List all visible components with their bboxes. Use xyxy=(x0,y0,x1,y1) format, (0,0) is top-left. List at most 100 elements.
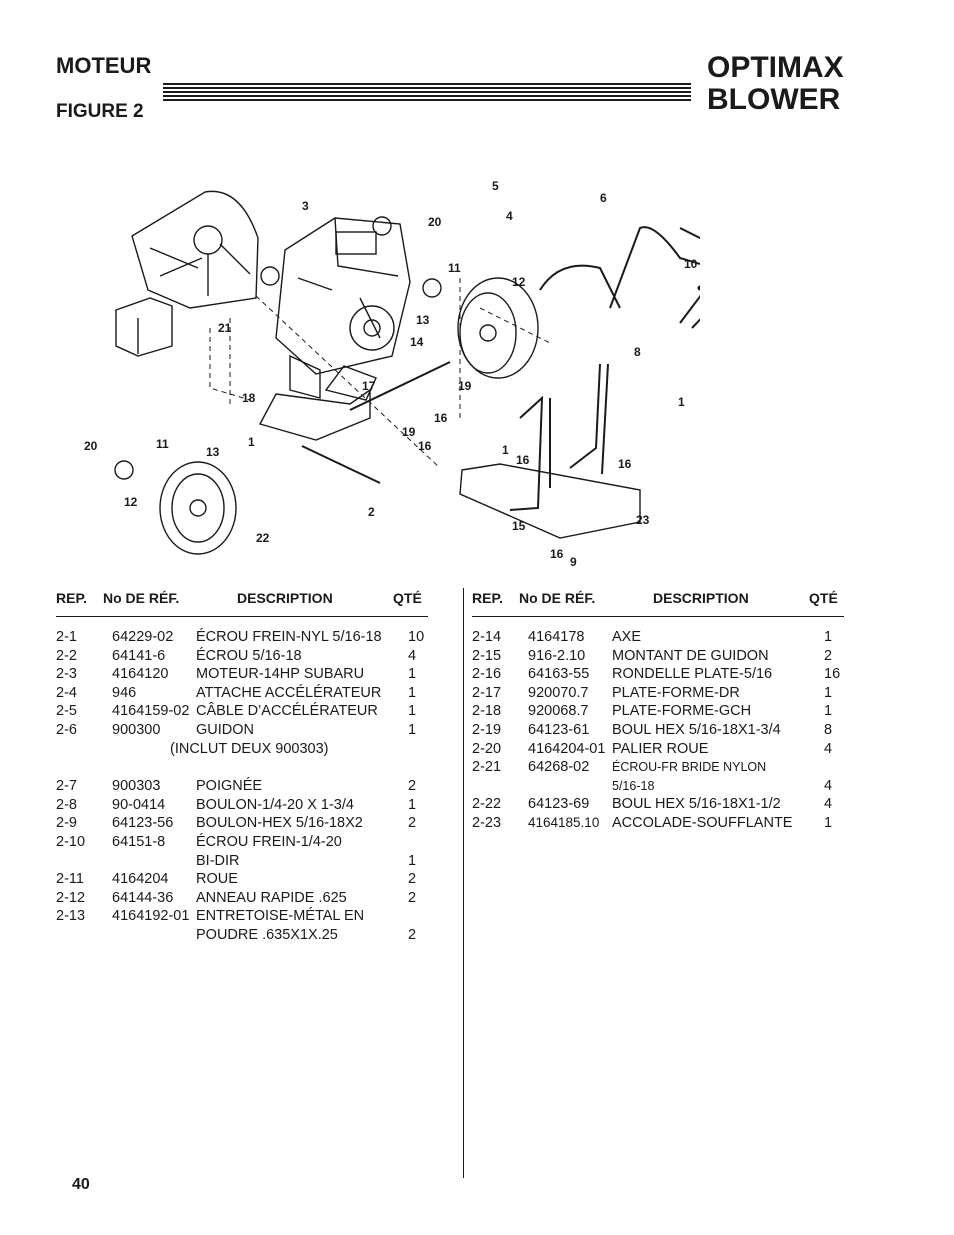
cell-desc: ÉCROU FREIN-1/4-20 xyxy=(196,833,342,850)
cell-qty: 10 xyxy=(408,629,425,645)
cell-desc: PLATE-FORME-GCH xyxy=(612,703,752,720)
cell-rep: 2-12 xyxy=(56,889,86,906)
cell-desc: ACCOLADE-SOUFFLANTE xyxy=(612,814,793,831)
cell-ref: 64141-6 xyxy=(112,647,166,664)
callout-22: 22 xyxy=(256,531,270,545)
cell-rep: 2-19 xyxy=(472,721,502,738)
cell-qty: 16 xyxy=(824,666,841,683)
cell-desc: POIGNÉE xyxy=(196,778,263,795)
callout-12: 12 xyxy=(124,495,138,509)
callout-20: 20 xyxy=(428,215,442,229)
callout-17: 17 xyxy=(362,379,376,393)
cell-rep: 2-8 xyxy=(56,796,77,813)
axle-lower-shape xyxy=(301,445,381,484)
cell-rep: 2-6 xyxy=(56,721,77,738)
table-row: 2-16 64163-55 RONDELLE PLATE-5/16 16 xyxy=(472,665,844,684)
engine-platform-shape xyxy=(258,354,371,441)
callout-1: 1 xyxy=(678,395,685,409)
cell-qty: 4 xyxy=(824,740,833,757)
cell-ref: 900300 xyxy=(112,721,161,738)
callout-6: 6 xyxy=(600,191,607,205)
cell-qty: 4 xyxy=(408,647,417,664)
callout-16: 16 xyxy=(550,547,564,561)
cell-desc: BOUL HEX 5/16-18X1-1/2 xyxy=(612,796,781,813)
cell-desc: MOTEUR-14HP SUBARU xyxy=(196,666,365,683)
cell-rep: 2-16 xyxy=(472,666,502,683)
cell-rep: 2-23 xyxy=(472,814,502,831)
cell-qty: 2 xyxy=(824,647,833,664)
cell-rep: 2-21 xyxy=(472,759,502,776)
cell-ref: 4164159-02 xyxy=(112,703,190,720)
cell-rep: 2-5 xyxy=(56,703,77,720)
callout-11: 11 xyxy=(156,437,169,451)
cell-rep: 2-13 xyxy=(56,908,86,925)
cell-qty: 1 xyxy=(408,796,417,813)
cell-ref: 4164204 xyxy=(112,871,169,888)
cell-desc: ÉCROU FREIN-NYL 5/16-18 xyxy=(196,629,382,645)
cell-ref: 64163-55 xyxy=(528,666,590,683)
table-row: 2-15 916-2.10 MONTANT DE GUIDON 2 xyxy=(472,647,844,666)
cell-qty: 2 xyxy=(408,778,417,795)
callout-11: 11 xyxy=(448,261,461,275)
cell-desc: ÉCROU-FR BRIDE NYLON xyxy=(612,760,767,775)
cell-ref: 64123-69 xyxy=(528,796,590,813)
column-divider xyxy=(463,588,464,1178)
callout-4: 4 xyxy=(506,209,513,223)
cell-rep: 2-17 xyxy=(472,684,502,701)
callout-13: 13 xyxy=(206,445,220,459)
cell-rep: 2-3 xyxy=(56,666,77,683)
cell-rep: 2-14 xyxy=(472,629,502,645)
brand-line-2: BLOWER xyxy=(707,83,841,116)
header-ref: No DE RÉF. xyxy=(103,590,180,606)
callout-12: 12 xyxy=(512,275,526,289)
cell-qty: 1 xyxy=(824,684,833,701)
cell-rep: 2-15 xyxy=(472,647,502,664)
cell-desc: MONTANT DE GUIDON xyxy=(612,647,769,664)
cell-rep: 2-22 xyxy=(472,796,502,813)
cell-ref: 64123-61 xyxy=(528,721,590,738)
cell-ref: 64144-36 xyxy=(112,889,174,906)
cell-qty: 1 xyxy=(408,666,417,683)
callout-1: 1 xyxy=(248,435,255,449)
callout-23: 23 xyxy=(636,513,650,527)
table-header-left: REP. No DE RÉF. DESCRIPTION QTÉ xyxy=(56,590,428,617)
callout-19: 19 xyxy=(402,425,416,439)
table-row xyxy=(56,758,428,777)
cell-ref: 916-2.10 xyxy=(528,647,586,664)
callout-13: 13 xyxy=(416,313,430,327)
callout-16: 16 xyxy=(434,411,448,425)
cell-desc: ÉCROU 5/16-18 xyxy=(196,647,302,664)
cell-desc: RONDELLE PLATE-5/16 xyxy=(612,666,773,683)
callout-3: 3 xyxy=(302,199,309,213)
engine-body-shape xyxy=(275,217,411,375)
callout-9: 9 xyxy=(570,555,577,569)
cell-qty: 1 xyxy=(824,814,833,831)
cell-desc: CÂBLE D’ACCÉLÉRATEUR xyxy=(196,703,378,720)
brand-line-1: OPTIMAX xyxy=(707,51,844,84)
cell-desc: BOULON-1/4-20 X 1-3/4 xyxy=(196,796,354,813)
cell-rep: 2-20 xyxy=(472,740,502,757)
header-desc: DESCRIPTION xyxy=(653,590,749,606)
cell-ref: 900303 xyxy=(112,778,161,795)
cell-ref: 4164192-01 xyxy=(112,908,190,925)
cell-desc: 5/16-18 xyxy=(612,778,655,793)
cell-ref: 920068.7 xyxy=(528,703,589,720)
cell-qty: 1 xyxy=(824,703,833,720)
cell-desc: ANNEAU RAPIDE .625 xyxy=(196,889,347,906)
